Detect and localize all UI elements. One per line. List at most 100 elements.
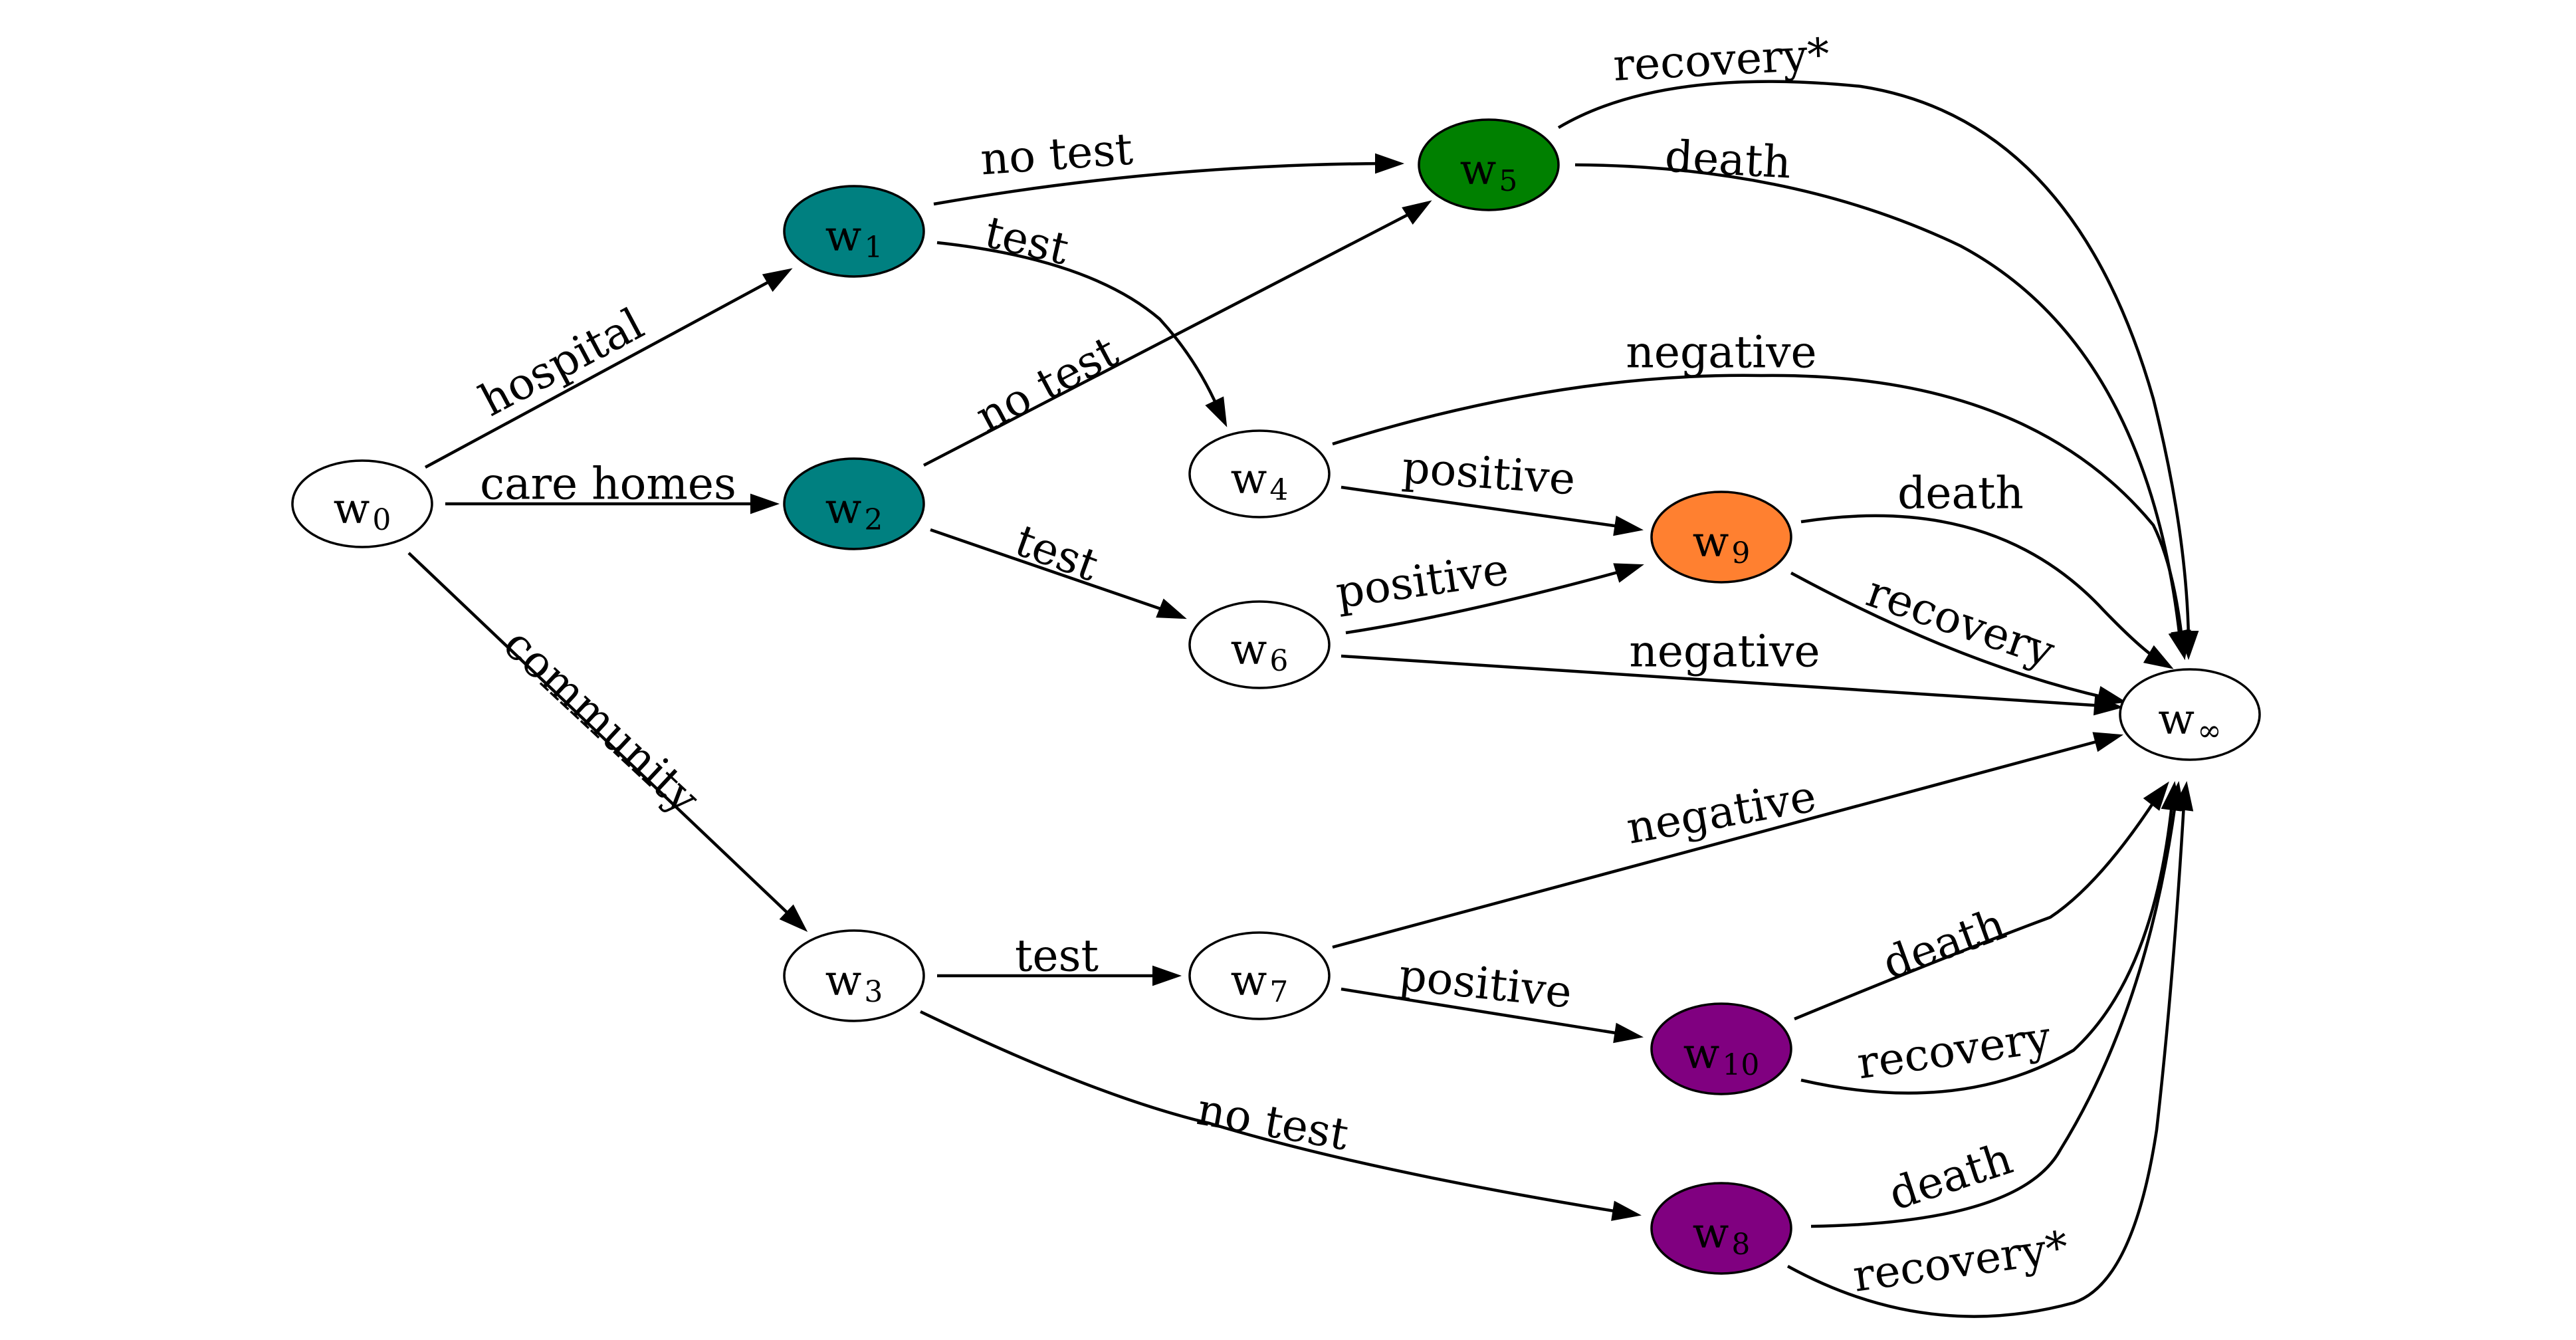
node-label: w6 (1231, 625, 1289, 678)
node-ellipse (783, 185, 925, 278)
node-label-subscript: 2 (864, 503, 883, 537)
node-label-subscript: 3 (864, 975, 883, 1009)
edge-label: community (494, 618, 710, 824)
edge-line (920, 1010, 1619, 1214)
edge-w4-to-winf (1332, 374, 2191, 661)
node-ellipse (783, 929, 925, 1022)
edge-line (1341, 987, 1624, 1036)
edge-w9-to-winf (1790, 572, 2127, 707)
node-label-subscript: 7 (1269, 975, 1288, 1009)
node-w2: w2 (783, 457, 925, 550)
edge-line (936, 241, 1220, 409)
node-label: w4 (1231, 455, 1289, 507)
node-w7: w7 (1188, 931, 1331, 1020)
edge-w10-to-winf (1794, 781, 2169, 1021)
node-label: w10 (1683, 1030, 1760, 1082)
arrow-head-icon (2095, 686, 2127, 707)
edge-line (922, 209, 1417, 467)
edge-label: no test (979, 124, 1134, 185)
edge-w1-to-w4 (936, 241, 1228, 427)
arrow-head-icon (1613, 515, 1644, 536)
edge-w0-to-w2 (445, 493, 780, 514)
node-label-base: w (1693, 1209, 1729, 1258)
edge-w8-to-winf (1786, 780, 2194, 1318)
node-w8: w8 (1650, 1182, 1792, 1275)
node-label-base: w (1231, 956, 1267, 1006)
edge-line (1557, 80, 2191, 639)
node-label-base: w (1231, 625, 1267, 675)
node-label-subscript: 4 (1269, 473, 1288, 507)
node-label: w0 (334, 485, 391, 537)
edge-w2-to-w5 (922, 200, 1432, 467)
node-label: w3 (825, 956, 883, 1009)
node-ellipse (1188, 600, 1331, 689)
arrow-head-icon (779, 904, 808, 933)
node-label: w5 (1460, 146, 1518, 198)
edge-label: death (1876, 898, 2012, 989)
edge-label: recovery (1854, 1011, 2054, 1089)
edge-label: positive (1396, 949, 1574, 1018)
node-ellipse (1650, 491, 1792, 584)
node-ellipse (1188, 931, 1331, 1020)
edge-label: death (1883, 1133, 2018, 1220)
edge-label: test (1009, 514, 1105, 591)
node-label-base: w (1683, 1030, 1720, 1079)
edge-line (1794, 796, 2158, 1021)
edge-line (1786, 804, 2186, 1318)
edge-label: death (1664, 131, 1792, 189)
node-label-subscript: 9 (1731, 536, 1750, 570)
node-label-subscript: 5 (1499, 164, 1517, 198)
node-ellipse (1650, 1002, 1792, 1095)
node-label: w7 (1231, 956, 1289, 1009)
node-label-base: w (1231, 455, 1267, 504)
node-w4: w4 (1188, 429, 1331, 518)
node-ellipse (2119, 668, 2261, 761)
node-label-subscript: 6 (1269, 644, 1288, 678)
node-label-base: w (825, 956, 862, 1006)
node-ellipse (783, 457, 925, 550)
edge-label: negative (1629, 626, 1820, 677)
edge-label: recovery (1860, 566, 2061, 677)
edge-line (1800, 804, 2174, 1095)
node-label: w1 (825, 212, 883, 265)
node-winf: w∞ (2119, 668, 2261, 761)
node-w0: w0 (291, 459, 433, 548)
edge-label: recovery* (1612, 29, 1830, 91)
arrow-head-icon (1613, 1022, 1644, 1044)
node-w1: w1 (783, 185, 925, 278)
edge-label: test (980, 206, 1073, 275)
arrow-head-icon (1375, 153, 1405, 174)
node-label: w9 (1693, 518, 1751, 570)
edge-line (1332, 738, 2104, 949)
edge-w3-to-w7 (937, 965, 1182, 986)
edge-line (1800, 514, 2160, 661)
node-label-subscript: ∞ (2197, 714, 2222, 748)
node-ellipse (1650, 1182, 1792, 1275)
node-label-base: w (825, 485, 862, 534)
arrow-head-icon (1613, 563, 1644, 583)
node-label: w∞ (2158, 695, 2221, 748)
node-label-base: w (1460, 146, 1497, 195)
edge-line (424, 277, 778, 469)
node-w5: w5 (1418, 118, 1560, 211)
node-ellipse (291, 459, 433, 548)
node-w6: w6 (1188, 600, 1331, 689)
node-w3: w3 (783, 929, 925, 1022)
edge-line (933, 162, 1383, 206)
node-label-subscript: 1 (864, 231, 883, 265)
edge-w3-to-w8 (920, 1010, 1642, 1221)
edge-label: negative (1626, 327, 1816, 378)
edge-line (1341, 485, 1624, 529)
node-label-base: w (1693, 518, 1729, 567)
edge-label: no test (968, 326, 1127, 443)
arrow-head-icon (1611, 1200, 1642, 1221)
node-label: w8 (1693, 1209, 1751, 1262)
node-label-base: w (2158, 695, 2195, 744)
edge-label: death (1897, 468, 2024, 519)
edge-line (1790, 572, 2107, 700)
edge-w1-to-w5 (933, 153, 1405, 206)
arrow-head-icon (2171, 629, 2191, 661)
edge-line (930, 528, 1169, 614)
edge-label: recovery* (1850, 1221, 2071, 1302)
